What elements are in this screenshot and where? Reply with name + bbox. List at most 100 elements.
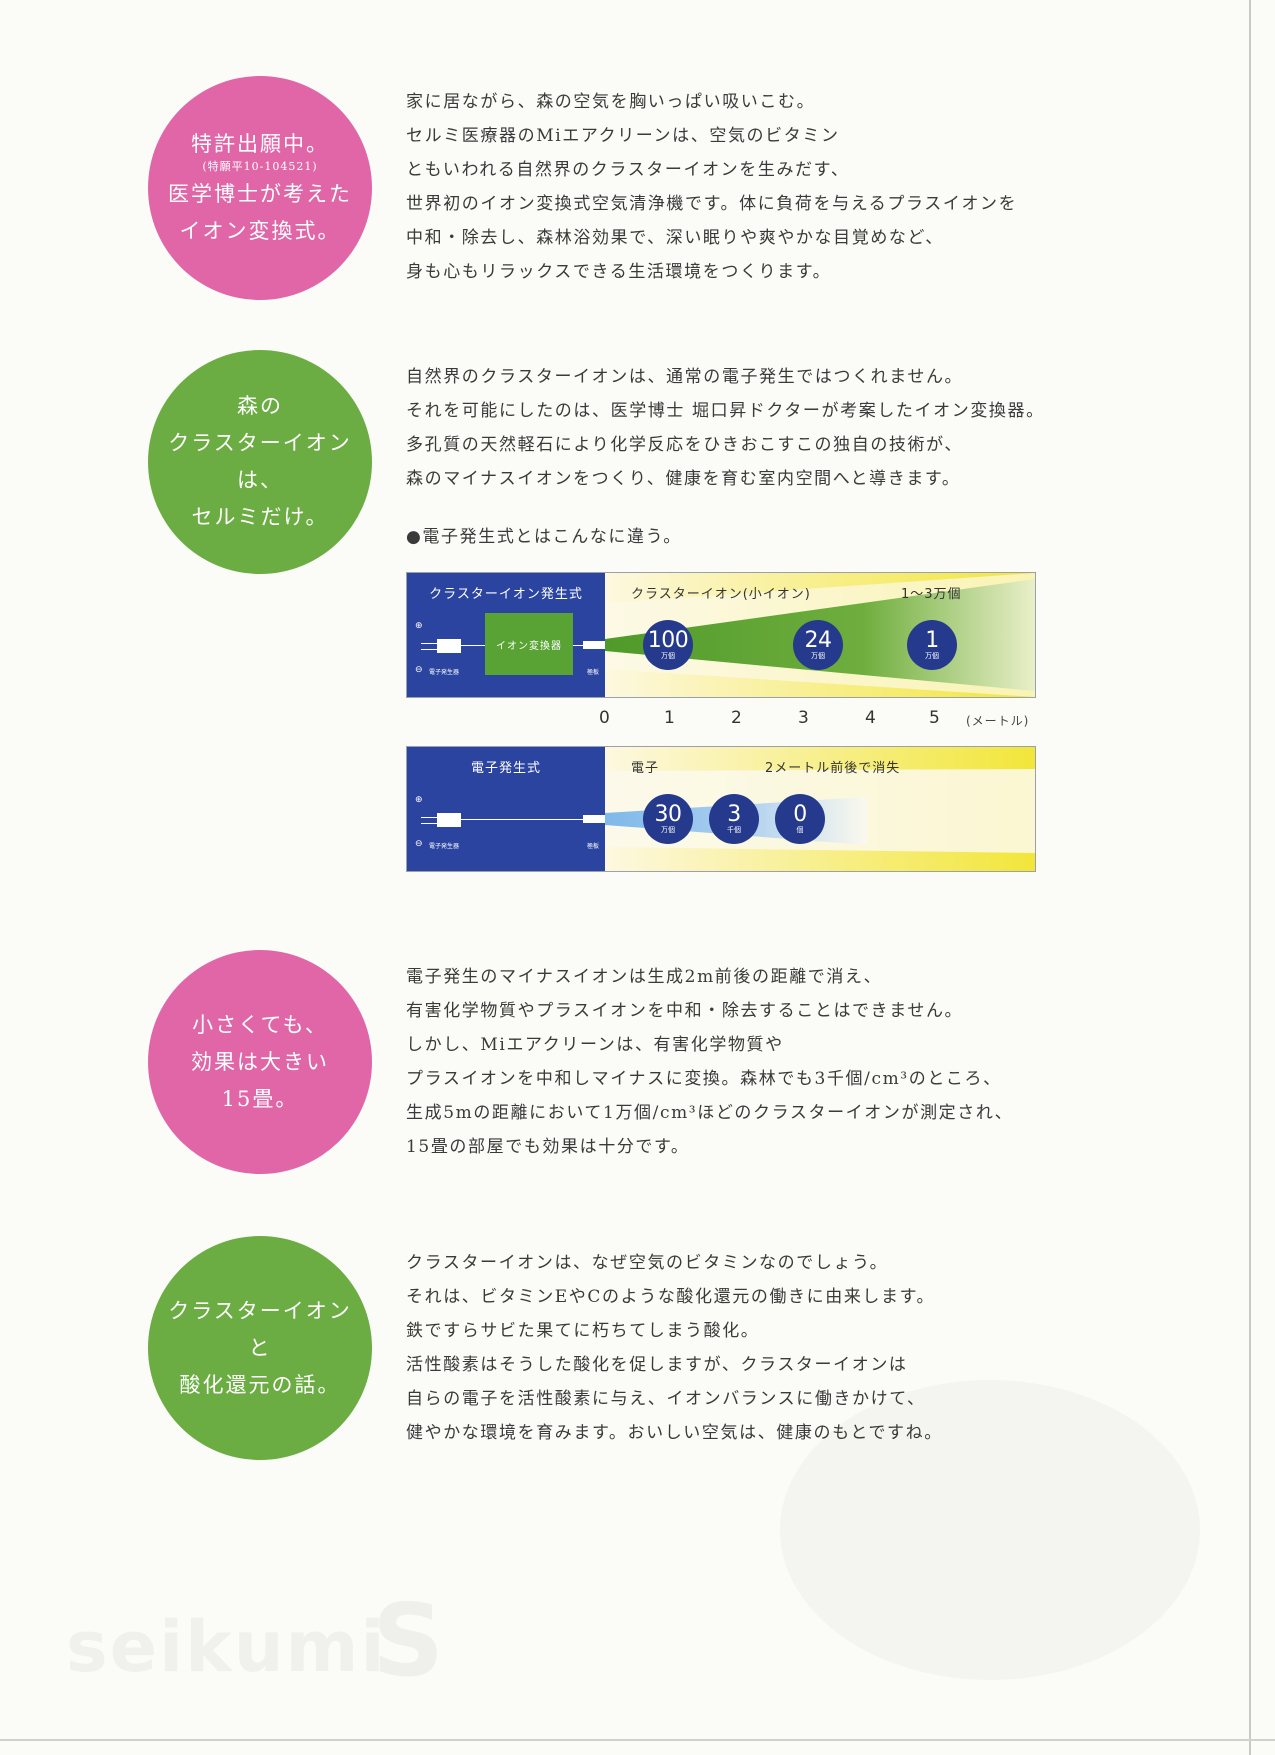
- bubble-value: 3: [727, 801, 741, 827]
- circle-line: と: [248, 1335, 272, 1360]
- circle-line: クラスターイオン: [168, 1298, 352, 1323]
- electron-type-label: 電子: [631, 761, 660, 776]
- circle-line: クラスターイオンは、: [168, 431, 352, 492]
- wire: [421, 649, 437, 650]
- text-line: 自らの電子を活性酸素に与え、イオンバランスに働きかけて、: [406, 1389, 926, 1409]
- wire: [421, 817, 437, 818]
- text-line: 森のマイナスイオンをつくり、健康を育む室内空間へと導きます。: [406, 469, 961, 489]
- wire: [461, 645, 485, 646]
- bubble-unit: 万個: [661, 651, 675, 660]
- circle-line: 特許出願中。: [191, 132, 329, 156]
- electrode-label: 極板: [587, 843, 600, 850]
- scale-tick: 5: [929, 708, 940, 728]
- text-line: ともいわれる自然界のクラスターイオンを生みだす、: [406, 160, 850, 180]
- cluster-ion-diagram: クラスターイオン発生式 ⊕ ⊖ 電子発生器 イオン変換器 極板 クラスターイオン…: [406, 572, 1036, 698]
- text-line: 電子発生のマイナスイオンは生成2m前後の距離で消え、: [406, 967, 883, 987]
- text-line: それは、ビタミンEやCのような酸化還元の働きに由来します。: [406, 1287, 936, 1307]
- redox-story-circle: クラスターイオン と 酸化還元の話。: [148, 1236, 372, 1460]
- scale-tick: 0: [599, 708, 610, 728]
- electrode-plate: [583, 641, 605, 649]
- ion-converter-box: イオン変換器: [485, 613, 573, 675]
- text-line: 自然界のクラスターイオンは、通常の電子発生ではつくれません。: [406, 367, 964, 387]
- patent-number: (特願平10-104521): [202, 160, 318, 173]
- bubble-unit: 個: [796, 825, 804, 834]
- generator-box: [437, 813, 461, 827]
- wire: [421, 823, 437, 824]
- patent-pending-circle: 特許出願中。 (特願平10-104521) 医学博士が考えた イオン変換式。: [148, 76, 372, 300]
- bubble-value: 1: [925, 627, 939, 653]
- wire: [573, 645, 583, 646]
- scale-unit: (メートル): [966, 714, 1030, 728]
- generator-box: [437, 639, 461, 653]
- text-line: 鉄ですらサビた果てに朽ちてしまう酸化。: [406, 1321, 760, 1341]
- page-edge: [1249, 0, 1251, 1755]
- circle-line: 医学博士が考えた: [168, 182, 352, 206]
- electron-fade-label: 2メートル前後で消失: [765, 761, 901, 776]
- text-line: 多孔質の天然軽石により化学反応をひきおこすこの独自の技術が、: [406, 435, 963, 455]
- generator-label: 電子発生器: [429, 843, 460, 850]
- text-line: クラスターイオンは、なぜ空気のビタミンなのでしょう。: [406, 1253, 889, 1273]
- watermark-brand: seikumi: [66, 1606, 387, 1688]
- wire: [461, 819, 583, 820]
- bubble-unit: 万個: [925, 651, 939, 660]
- text-line: 家に居ながら、森の空気を胸いっぱい吸いこむ。: [406, 92, 816, 112]
- bubble-value: 24: [804, 627, 833, 653]
- scale-tick: 3: [798, 708, 809, 728]
- cluster-ion-paragraph: 自然界のクラスターイオンは、通常の電子発生ではつくれません。 それを可能にしたの…: [406, 360, 1045, 496]
- generator-label: 電子発生器: [429, 669, 460, 676]
- forest-cluster-ion-circle: 森の クラスターイオンは、 セルミだけ。: [148, 350, 372, 574]
- circle-line: 15畳。: [221, 1086, 299, 1111]
- count-bubble-3m: 24 万個: [793, 620, 843, 670]
- electron-generator-title: 電子発生式: [470, 761, 541, 776]
- bubble-value: 30: [654, 801, 683, 827]
- cluster-generator-title: クラスターイオン発生式: [429, 587, 583, 602]
- text-line: セルミ医療器のMiエアクリーンは、空気のビタミン: [406, 126, 840, 146]
- count-bubble-5m: 1 万個: [907, 620, 957, 670]
- count-bubble-1m: 30 万個: [643, 794, 693, 844]
- watermark-shape: [780, 1380, 1200, 1680]
- minus-terminal-icon: ⊖: [415, 665, 423, 675]
- watermark-logo-mark: S: [372, 1582, 445, 1699]
- effect-paragraph: 電子発生のマイナスイオンは生成2m前後の距離で消え、 有害化学物質やプラスイオン…: [406, 960, 1013, 1164]
- count-bubble-1m: 100 万個: [643, 620, 693, 670]
- small-but-effective-circle: 小さくても、 効果は大きい 15畳。: [148, 950, 372, 1174]
- plus-terminal-icon: ⊕: [415, 621, 423, 631]
- bubble-unit: 千個: [727, 825, 741, 834]
- bubble-value: 100: [647, 627, 689, 653]
- text-line: プラスイオンを中和しマイナスに変換。森林でも3千個/cm³のところ、: [406, 1069, 1002, 1089]
- electron-generator-panel: [407, 747, 605, 871]
- electron-diagram: 電子発生式 ⊕ ⊖ 電子発生器 極板 電子 2メートル前後で消失 30 万個 3…: [406, 746, 1036, 872]
- diagram-heading: ●電子発生式とはこんなに違う。: [406, 527, 682, 547]
- bubble-unit: 万個: [661, 825, 675, 834]
- intro-paragraph: 家に居ながら、森の空気を胸いっぱい吸いこむ。 セルミ医療器のMiエアクリーンは、…: [406, 85, 1017, 289]
- text-line: 活性酸素はそうした酸化を促しますが、クラスターイオンは: [406, 1355, 908, 1375]
- cluster-ion-count-label: 1〜3万個: [901, 587, 962, 602]
- redox-paragraph: クラスターイオンは、なぜ空気のビタミンなのでしょう。 それは、ビタミンEやCのよ…: [406, 1246, 943, 1450]
- scale-tick: 4: [865, 708, 876, 728]
- wire: [421, 643, 437, 644]
- text-line: 中和・除去し、森林浴効果で、深い眠りや爽やかな目覚めなど、: [406, 228, 944, 248]
- text-line: しかし、Miエアクリーンは、有害化学物質や: [406, 1035, 784, 1055]
- circle-line: 効果は大きい: [191, 1049, 329, 1074]
- cluster-ion-type-label: クラスターイオン(小イオン): [631, 587, 811, 602]
- text-line: 有害化学物質やプラスイオンを中和・除去することはできません。: [406, 1001, 964, 1021]
- text-line: 健やかな環境を育みます。おいしい空気は、健康のもとですね。: [406, 1423, 943, 1443]
- text-line: 身も心もリラックスできる生活環境をつくります。: [406, 262, 832, 282]
- text-line: 生成5mの距離において1万個/cm³ほどのクラスターイオンが測定され、: [406, 1103, 1014, 1123]
- minus-terminal-icon: ⊖: [415, 839, 423, 849]
- scale-tick: 2: [731, 708, 742, 728]
- circle-line: 森の: [237, 394, 283, 418]
- scale-tick: 1: [664, 708, 675, 728]
- text-line: 15畳の部屋でも効果は十分です。: [406, 1137, 690, 1157]
- count-bubble-2m: 3 千個: [709, 794, 759, 844]
- plus-terminal-icon: ⊕: [415, 795, 423, 805]
- bubble-unit: 万個: [811, 651, 825, 660]
- page-bottom-edge: [0, 1739, 1275, 1741]
- count-bubble-3m: 0 個: [775, 794, 825, 844]
- text-line: 世界初のイオン変換式空気清浄機です。体に負荷を与えるプラスイオンを: [406, 194, 1018, 214]
- electrode-label: 極板: [587, 669, 600, 676]
- circle-line: 小さくても、: [192, 1012, 328, 1037]
- bubble-value: 0: [793, 801, 807, 827]
- electrode-plate: [583, 815, 605, 823]
- circle-line: イオン変換式。: [179, 219, 341, 243]
